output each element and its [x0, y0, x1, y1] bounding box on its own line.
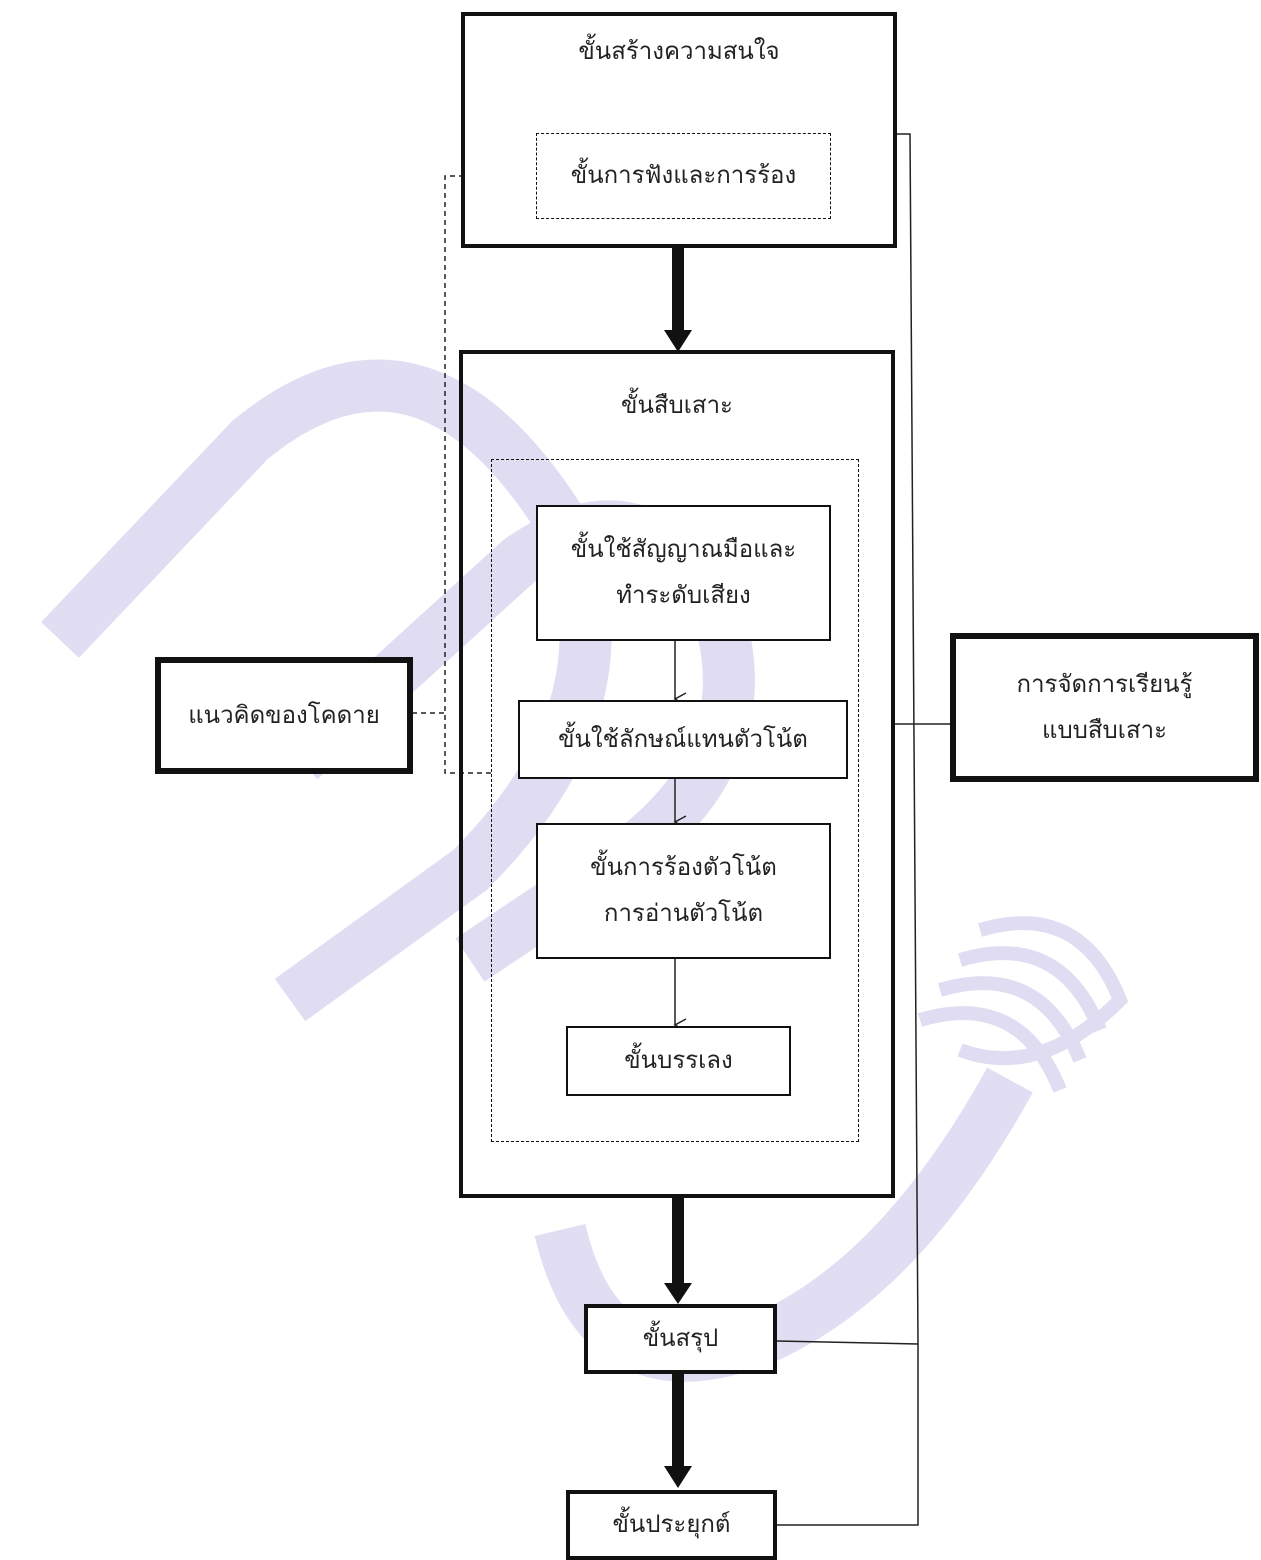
- sing-notes-box: ขั้นการร้องตัวโน้ต การอ่านตัวโน้ต: [536, 823, 831, 959]
- sing-notes-line-2: การอ่านตัวโน้ต: [603, 899, 764, 927]
- application-label: ขั้นประยุกต์: [612, 1510, 731, 1539]
- note-symbols-label: ขั้นใช้ลักษณ์แทนตัวโน้ต: [558, 724, 808, 753]
- inquiry-inner-group: [491, 459, 859, 1142]
- hand-signs-box: ขั้นใช้สัญญาณมือและ ทำระดับเสียง: [536, 505, 831, 641]
- kodaly-concept-label: แนวคิดของโคดาย: [188, 700, 380, 729]
- main-flow-arrows: [664, 248, 692, 1488]
- inquiry-learning-links: [776, 133, 950, 1526]
- inquiry-stage-box: ขั้นสืบเสาะ: [459, 350, 895, 1198]
- accompany-box: ขั้นบรรเลง: [566, 1026, 791, 1096]
- inquiry-stage-label: ขั้นสืบเสาะ: [621, 391, 733, 419]
- engagement-stage-label: ขั้นสร้างความสนใจ: [578, 37, 780, 65]
- inquiry-learning-line-2: แบบสืบเสาะ: [1041, 715, 1168, 744]
- kodaly-concept-box: แนวคิดของโคดาย: [155, 657, 413, 774]
- sing-notes-line-1: ขั้นการร้องตัวโน้ต: [590, 853, 777, 882]
- note-symbols-box: ขั้นใช้ลักษณ์แทนตัวโน้ต: [518, 700, 848, 779]
- conclusion-label: ขั้นสรุป: [642, 1324, 719, 1353]
- application-box: ขั้นประยุกต์: [566, 1490, 777, 1560]
- listen-sing-box: ขั้นการฟังและการร้อง: [536, 133, 831, 219]
- conclusion-box: ขั้นสรุป: [584, 1304, 777, 1374]
- inquiry-learning-line-1: การจัดการเรียนรู้: [1016, 669, 1193, 698]
- listen-sing-label: ขั้นการฟังและการร้อง: [570, 161, 797, 190]
- hand-signs-line-1: ขั้นใช้สัญญาณมือและ: [570, 535, 797, 564]
- hand-signs-line-2: ทำระดับเสียง: [616, 581, 751, 609]
- inquiry-learning-box: การจัดการเรียนรู้ แบบสืบเสาะ: [950, 633, 1259, 782]
- accompany-label: ขั้นบรรเลง: [624, 1046, 733, 1075]
